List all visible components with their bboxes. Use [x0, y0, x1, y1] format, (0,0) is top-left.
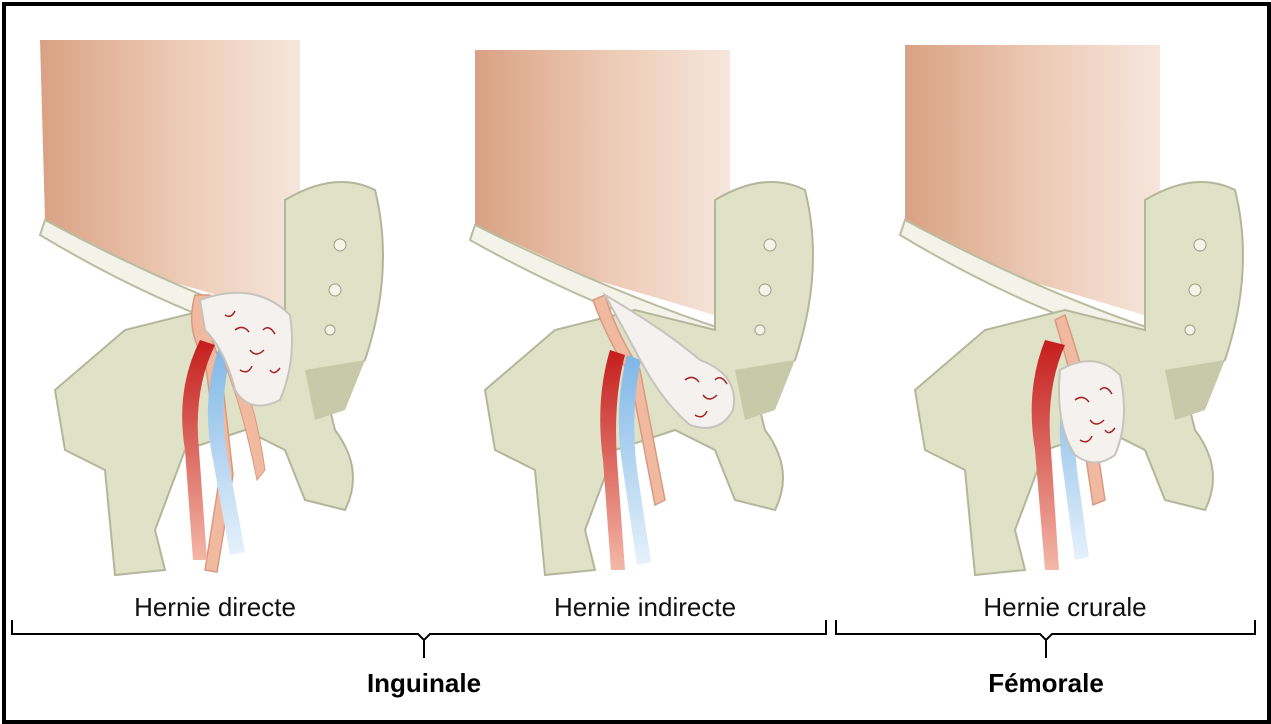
- abdominal-muscle: [40, 40, 300, 320]
- pelvis-shadow: [1165, 360, 1225, 420]
- label-hernie-directe: Hernie directe: [30, 592, 400, 623]
- panel-hernie-crurale: [895, 30, 1265, 590]
- group-label-femorale: Fémorale: [896, 668, 1196, 699]
- abdominal-muscle: [905, 45, 1160, 320]
- pelvis-shadow: [735, 360, 795, 420]
- label-hernie-crurale: Hernie crurale: [880, 592, 1250, 623]
- abdominal-muscle: [475, 50, 730, 320]
- illustration-hernie-indirecte: [465, 30, 835, 590]
- panel-hernie-directe: [35, 30, 405, 590]
- pelvis-shadow: [305, 360, 365, 420]
- illustration-hernie-directe: [35, 30, 405, 590]
- illustration-hernie-crurale: [895, 30, 1265, 590]
- panel-hernie-indirecte: [465, 30, 835, 590]
- group-label-inguinale: Inguinale: [274, 668, 574, 699]
- label-hernie-indirecte: Hernie indirecte: [460, 592, 830, 623]
